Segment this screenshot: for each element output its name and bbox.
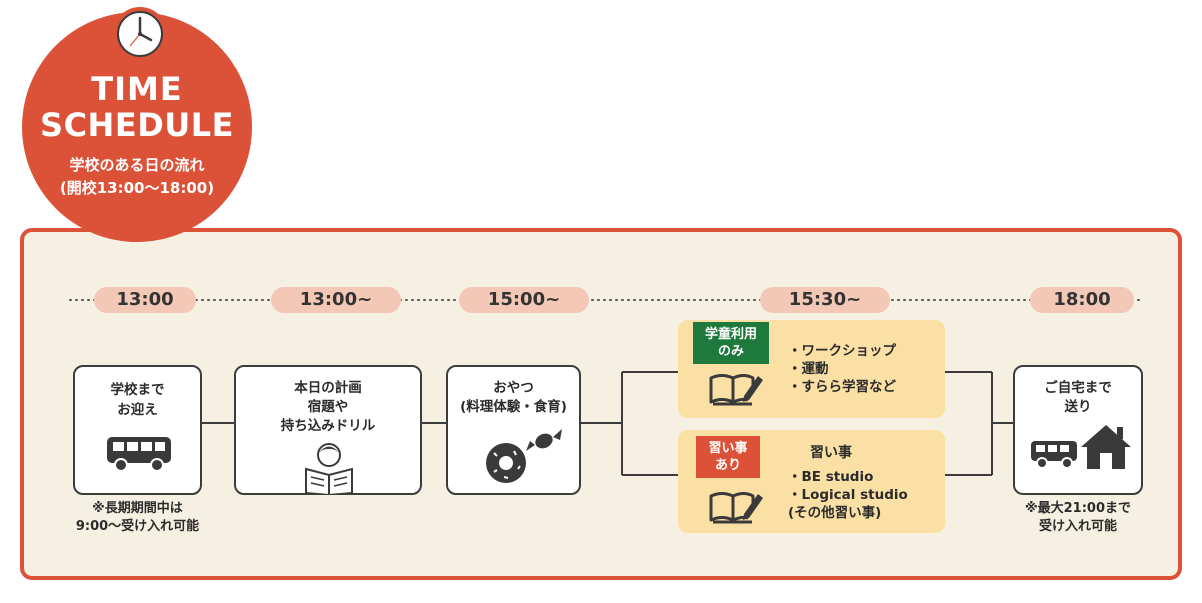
step-plan: 本日の計画 宿題や 持ち込みドリル bbox=[234, 365, 422, 495]
house-car-icon bbox=[1031, 425, 1131, 469]
pickup-line1: 学校まで bbox=[110, 382, 165, 398]
gakudo-item-exercise: ・運動 bbox=[788, 361, 829, 377]
lessons-item-other: (その他習い事) bbox=[788, 505, 882, 521]
time-pill-2: 13:00~ bbox=[271, 287, 401, 313]
tag-lessons-line1: 習い事 bbox=[708, 441, 748, 456]
book-pen-icon bbox=[709, 374, 763, 406]
step-pickup: 学校まで お迎え bbox=[73, 365, 202, 495]
badge-title-line2: SCHEDULE bbox=[40, 106, 234, 144]
option-with-lessons: 習い事 あり 習い事 ・BE studio ・Logical studio (そ… bbox=[678, 430, 945, 533]
schedule-panel bbox=[20, 228, 1182, 580]
step-snack: おやつ (料理体験・食育) bbox=[446, 365, 581, 495]
home-note-line1: ※最大21:00まで bbox=[1024, 501, 1132, 516]
lessons-item-be-studio: ・BE studio bbox=[788, 469, 874, 485]
time-pill-4: 15:30~ bbox=[760, 287, 890, 313]
home-line1: ご自宅まで bbox=[1044, 380, 1112, 396]
home-line2: 送り bbox=[1064, 399, 1092, 415]
time-pill-3: 15:00~ bbox=[459, 287, 589, 313]
plan-line3: 持ち込みドリル bbox=[280, 418, 376, 434]
lessons-item-logical-studio: ・Logical studio bbox=[788, 487, 908, 503]
gakudo-items: ・ワークショップ ・運動 ・すらら学習など bbox=[788, 342, 896, 396]
tag-lessons-line2: あり bbox=[714, 458, 741, 473]
home-note: ※最大21:00まで 受け入れ可能 bbox=[990, 500, 1166, 536]
time-pill-1: 13:00 bbox=[94, 287, 196, 313]
step-home: ご自宅まで 送り bbox=[1013, 365, 1143, 495]
donut-candy-icon bbox=[486, 429, 562, 483]
bus-icon bbox=[107, 437, 171, 472]
lessons-items: ・BE studio ・Logical studio (その他習い事) bbox=[788, 468, 908, 522]
tag-with-lessons: 習い事 あり bbox=[696, 436, 760, 478]
home-note-line2: 受け入れ可能 bbox=[1038, 519, 1117, 534]
tag-gakudo-line1: 学童利用 bbox=[704, 327, 757, 342]
badge-subtitle: 学校のある日の流れ bbox=[69, 156, 205, 174]
option-gakudo-only: 学童利用 のみ ・ワークショップ ・運動 ・すらら学習など bbox=[678, 320, 945, 418]
plan-line2: 宿題や bbox=[307, 399, 349, 415]
snack-line1: おやつ bbox=[493, 380, 534, 396]
pickup-note-line1: ※長期期間中は bbox=[92, 501, 183, 516]
book-pen-icon bbox=[709, 492, 763, 524]
tag-gakudo-only: 学童利用 のみ bbox=[693, 322, 769, 364]
pickup-line2: お迎え bbox=[117, 402, 158, 418]
reading-child-icon bbox=[305, 443, 353, 495]
badge-title-line1: TIME bbox=[91, 70, 183, 108]
snack-line2: (料理体験・食育) bbox=[460, 399, 567, 415]
gakudo-item-workshop: ・ワークショップ bbox=[788, 343, 896, 359]
pickup-note: ※長期期間中は 9:00〜受け入れ可能 bbox=[45, 500, 230, 536]
plan-line1: 本日の計画 bbox=[294, 380, 362, 396]
gakudo-item-surara: ・すらら学習など bbox=[788, 379, 896, 395]
lessons-heading: 習い事 bbox=[810, 445, 852, 461]
badge-hours: (開校13:00〜18:00) bbox=[59, 179, 215, 197]
clock-icon bbox=[113, 7, 167, 61]
tag-gakudo-line2: のみ bbox=[717, 344, 744, 359]
pickup-note-line2: 9:00〜受け入れ可能 bbox=[75, 519, 200, 534]
time-pill-5: 18:00 bbox=[1030, 287, 1134, 313]
